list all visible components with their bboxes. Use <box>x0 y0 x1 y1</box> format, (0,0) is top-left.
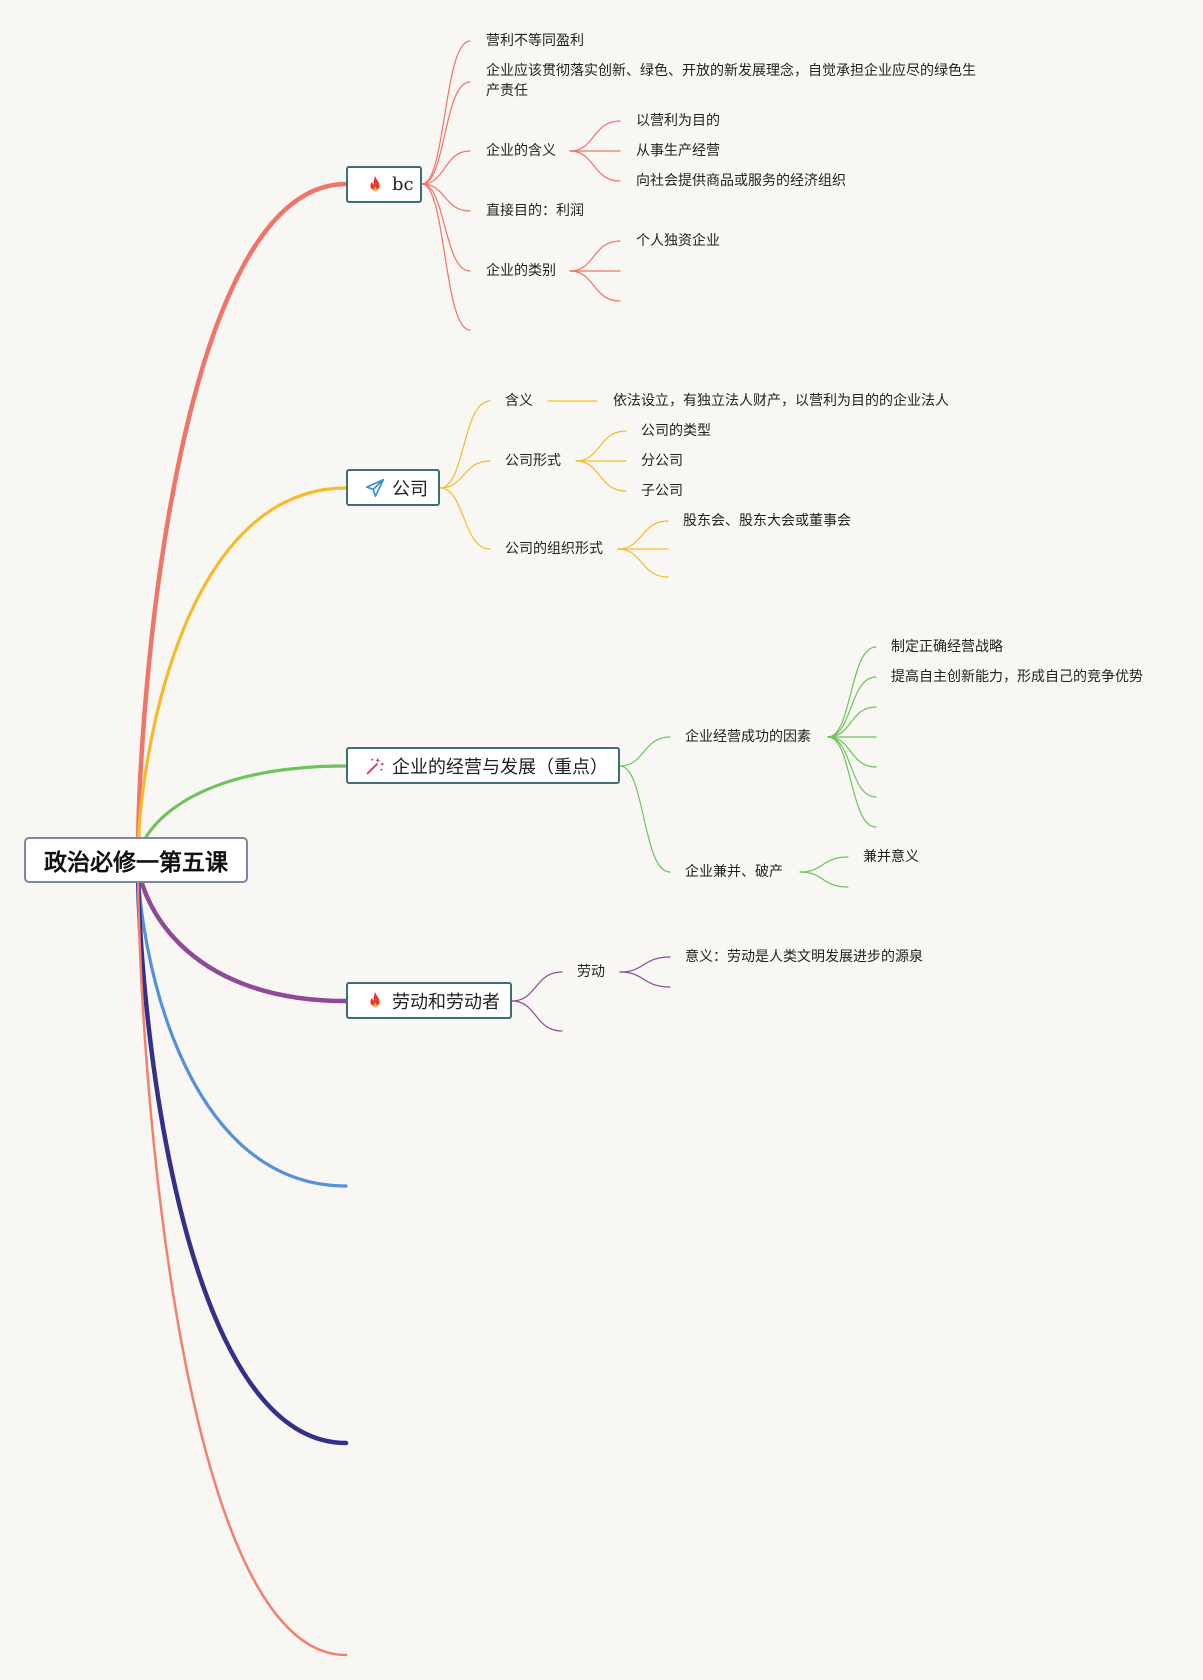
magic-wand-icon <box>364 755 386 777</box>
branch-company[interactable]: 公司 <box>346 469 440 506</box>
main-line-bc <box>135 181 349 863</box>
line-company-3 <box>439 487 491 550</box>
root-topic[interactable]: 政治必修一第五课 <box>24 837 248 883</box>
bc-meaning-child-3: 向社会提供商品或服务的经济组织 <box>636 173 846 189</box>
branch-labor-title: 劳动和劳动者 <box>392 991 500 1013</box>
paper-plane-icon <box>364 477 386 499</box>
line-company-1 <box>439 400 491 489</box>
company-meaning-child: 依法设立，有独立法人财产，以营利为目的的企业法人 <box>613 393 949 409</box>
branch-labor[interactable]: 劳动和劳动者 <box>346 982 512 1019</box>
bc-goal: 直接目的：利润 <box>486 203 584 219</box>
fire-icon <box>364 174 386 196</box>
company-org-child-1: 股东会、股东大会或董事会 <box>683 513 851 529</box>
main-line-empty-2 <box>135 857 349 1446</box>
line-company-forms-1 <box>575 430 627 462</box>
operation-success-child-2: 提高自主创新能力，形成自己的竞争优势 <box>891 669 1143 685</box>
bc-meaning: 企业的含义 <box>486 143 556 159</box>
operation-success: 企业经营成功的因素 <box>685 729 811 745</box>
operation-merger: 企业兼并、破产 <box>685 864 783 880</box>
line-operation-success-3 <box>827 706 877 738</box>
line-operation-success-6 <box>827 736 877 798</box>
bc-meaning-child-1: 以营利为目的 <box>636 113 720 129</box>
labor-labor-child-1: 意义：劳动是人类文明发展进步的源泉 <box>685 949 923 965</box>
line-operation-success-2 <box>827 676 877 738</box>
line-company-2 <box>439 460 491 489</box>
operation-success-child-1: 制定正确经营战略 <box>891 639 1003 655</box>
operation-merger-child-1: 兼并意义 <box>863 849 919 865</box>
labor-labor: 劳动 <box>577 964 605 980</box>
line-bc-3 <box>421 150 471 185</box>
company-forms-child-1: 公司的类型 <box>641 423 711 439</box>
line-labor-1 <box>511 971 563 1002</box>
main-line-company <box>136 486 348 862</box>
line-labor-labor-1 <box>619 956 671 973</box>
line-company-org-1 <box>617 520 669 550</box>
line-bc-types-1 <box>569 240 621 272</box>
branch-company-title: 公司 <box>392 478 428 500</box>
branch-bc-title: bc <box>392 174 414 195</box>
branch-operation[interactable]: 企业的经营与发展（重点） <box>346 747 620 784</box>
line-bc-5 <box>421 183 471 272</box>
bc-meaning-child-2: 从事生产经营 <box>636 143 720 159</box>
company-forms-child-2: 分公司 <box>641 453 683 469</box>
line-bc-1 <box>421 40 471 185</box>
line-operation-2 <box>619 765 671 873</box>
line-labor-2 <box>511 1000 563 1032</box>
bc-green: 企业应该贯彻落实创新、绿色、开放的新发展理念，自觉承担企业应尽的绿色生产责任 <box>486 63 976 99</box>
branch-bc[interactable]: bc <box>346 166 422 203</box>
fire-icon <box>364 990 386 1012</box>
line-bc-4 <box>421 183 471 212</box>
main-branch-lines <box>135 181 349 1657</box>
line-operation-success-1 <box>827 646 877 738</box>
bc-types-child-1: 个人独资企业 <box>636 233 720 249</box>
line-bc-meaning-3 <box>569 150 621 182</box>
root-title: 政治必修一第五课 <box>44 850 228 876</box>
line-operation-merger-2 <box>799 871 849 888</box>
branch-operation-title: 企业的经营与发展（重点） <box>392 756 608 778</box>
line-bc-6 <box>421 183 471 331</box>
company-forms-child-3: 子公司 <box>641 483 683 499</box>
sub-branch-lines <box>421 40 877 1032</box>
line-bc-meaning-1 <box>569 120 621 152</box>
line-operation-success-5 <box>827 736 877 768</box>
line-company-forms-3 <box>575 460 627 492</box>
line-operation-success-7 <box>827 736 877 828</box>
company-forms: 公司形式 <box>505 453 561 469</box>
line-operation-1 <box>619 736 671 767</box>
bc-profit: 营利不等同盈利 <box>486 33 584 49</box>
main-line-empty-3 <box>136 858 348 1657</box>
line-operation-merger-1 <box>799 856 849 873</box>
company-org: 公司的组织形式 <box>505 541 603 557</box>
line-bc-2 <box>421 81 471 185</box>
bc-types: 企业的类别 <box>486 263 556 279</box>
line-bc-types-3 <box>569 270 621 302</box>
line-company-org-3 <box>617 548 669 578</box>
line-labor-labor-2 <box>619 971 671 988</box>
company-meaning: 含义 <box>505 393 533 409</box>
main-line-empty-1 <box>136 858 348 1188</box>
